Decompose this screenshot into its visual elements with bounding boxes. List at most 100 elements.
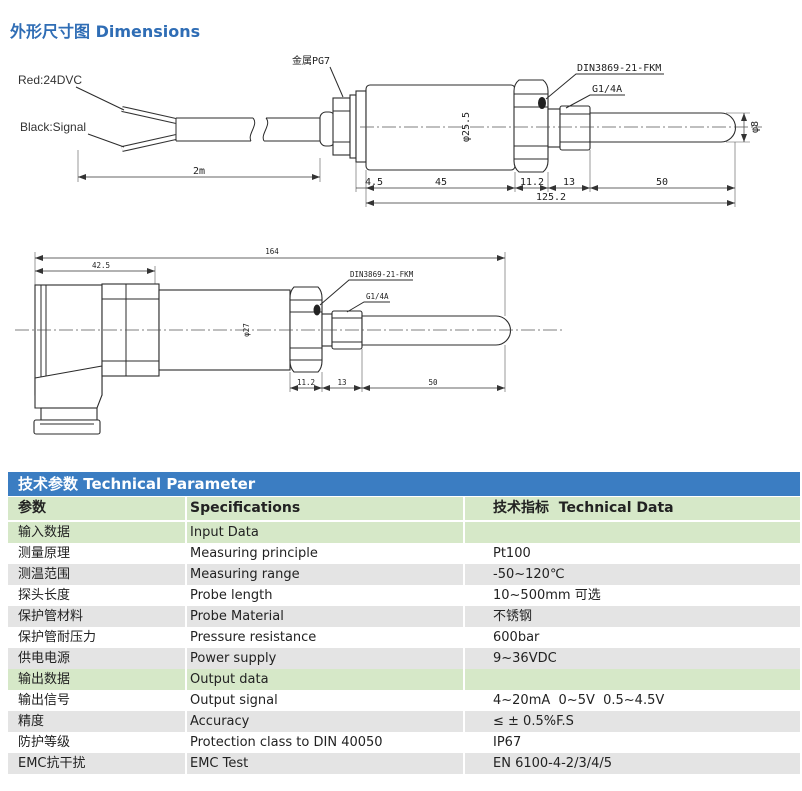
row-en: Power supply <box>187 648 463 669</box>
seal-label: DIN3869-21-FKM <box>350 270 414 279</box>
table-row: 输出信号 Output signal 4~20mA 0~5V 0.5~4.5V <box>8 690 800 711</box>
dim-overall-length: 164 <box>265 247 279 256</box>
gland-leader <box>329 66 344 98</box>
thread-label: G1/4A <box>366 292 389 301</box>
overall-dimensions <box>34 252 506 316</box>
wire-leaders <box>75 86 125 148</box>
wire-red-label: Red:24DVC <box>18 73 82 87</box>
thread-fitting <box>547 105 591 151</box>
technical-parameter-table: 技术参数 Technical Parameter 参数 Specificatio… <box>8 472 800 774</box>
length-dimensions <box>289 345 506 392</box>
row-value: IP67 <box>493 735 522 750</box>
seal-leader <box>319 279 413 306</box>
row-cn: 防护等级 <box>18 735 71 750</box>
column-header-specifications: Specifications <box>187 497 463 520</box>
probe-tube <box>361 315 511 346</box>
dim-gland-length: 4.5 <box>365 177 383 188</box>
cable-length-dimension <box>77 150 321 182</box>
row-value: 600bar <box>493 630 540 645</box>
row-value: 10~500mm 可选 <box>493 588 601 603</box>
cable-wires <box>121 106 177 152</box>
row-cn: 测量原理 <box>18 546 71 561</box>
dim-connector-length: 42.5 <box>92 261 110 270</box>
table-row: 精度 Accuracy ≤ ± 0.5%F.S <box>8 711 800 732</box>
row-cn: 探头长度 <box>18 588 71 603</box>
row-cn: 输出数据 <box>8 669 185 690</box>
row-en: EMC Test <box>187 753 463 774</box>
sensor-body <box>365 84 516 171</box>
hex-nut <box>289 286 323 373</box>
table-row: 探头长度 Probe length 10~500mm 可选 <box>8 585 800 606</box>
dim-thread-length: 13 <box>337 378 346 387</box>
row-cn: 输出信号 <box>18 693 71 708</box>
row-cn: 保护管材料 <box>8 606 185 627</box>
row-cn: 保护管耐压力 <box>18 630 97 645</box>
row-en: Output signal <box>190 693 278 708</box>
row-en: Measuring principle <box>190 546 318 561</box>
gland-label: 金属PG7 <box>292 54 330 67</box>
row-value: -50~120℃ <box>465 564 800 585</box>
row-value: Pt100 <box>493 546 531 561</box>
row-en: Pressure resistance <box>190 630 317 645</box>
row-en: Probe Material <box>187 606 463 627</box>
table-section-row: 输出数据 Output data <box>8 669 800 690</box>
seal-leader <box>545 73 664 100</box>
row-cn: 供电电源 <box>8 648 185 669</box>
table-header-row: 参数 Specifications 技术指标 Technical Data <box>8 497 800 520</box>
dim-total-length: 125.2 <box>536 192 566 203</box>
column-header-parameter: 参数 <box>8 497 185 520</box>
table-row: 测温范围 Measuring range -50~120℃ <box>8 564 800 585</box>
row-cn: 测温范围 <box>8 564 185 585</box>
row-en: Input Data <box>187 522 463 543</box>
table-row: 供电电源 Power supply 9~36VDC <box>8 648 800 669</box>
probe-diameter-label: φ8 <box>750 121 761 133</box>
dim-hex-length: 11.2 <box>297 378 315 387</box>
row-value <box>465 522 800 543</box>
drawing-cable-version: Red:24DVC Black:Signal 2m <box>18 54 762 207</box>
dimensions-title: 外形尺寸图 Dimensions <box>10 22 201 41</box>
row-en: Protection class to DIN 40050 <box>190 735 383 750</box>
table-row: 保护管耐压力 Pressure resistance 600bar <box>8 627 800 648</box>
table-row: 保护管材料 Probe Material 不锈钢 <box>8 606 800 627</box>
column-header-technical-data: 技术指标 Technical Data <box>465 497 800 520</box>
row-value: ≤ ± 0.5%F.S <box>465 711 800 732</box>
probe-diameter-dimension <box>726 112 750 143</box>
thread-label: G1/4A <box>592 84 622 95</box>
probe-tube <box>589 112 736 143</box>
row-value <box>465 669 800 690</box>
seal-label: DIN3869-21-FKM <box>577 63 661 74</box>
dim-probe-length: 50 <box>656 177 668 188</box>
row-value: 4~20mA 0~5V 0.5~4.5V <box>493 693 665 708</box>
row-en: Probe length <box>190 588 273 603</box>
dim-thread-length: 13 <box>563 177 575 188</box>
row-value: 9~36VDC <box>465 648 800 669</box>
cable-sheath <box>175 117 322 142</box>
row-value: EN 6100-4-2/3/4/5 <box>465 753 800 774</box>
drawing-connector-version: 164 42.5 φ27 <box>15 247 565 435</box>
table-heading: 技术参数 Technical Parameter <box>8 472 800 496</box>
table-row: 防护等级 Protection class to DIN 40050 IP67 <box>8 732 800 753</box>
hex-nut <box>513 79 549 173</box>
wire-black-label: Black:Signal <box>20 120 86 134</box>
thread-leader <box>346 301 390 313</box>
thread-leader <box>565 94 625 109</box>
dim-probe-length: 50 <box>428 378 438 387</box>
row-cn: EMC抗干扰 <box>8 753 185 774</box>
cable-length-label: 2m <box>193 166 205 177</box>
metal-cable-gland <box>319 90 367 163</box>
row-cn: 精度 <box>8 711 185 732</box>
row-cn: 输入数据 <box>8 522 185 543</box>
table-row: 测量原理 Measuring principle Pt100 <box>8 543 800 564</box>
din-connector <box>33 284 103 435</box>
row-en: Measuring range <box>187 564 463 585</box>
dim-hex-length: 11.2 <box>520 177 544 188</box>
table-row: EMC抗干扰 EMC Test EN 6100-4-2/3/4/5 <box>8 753 800 774</box>
dim-body-length: 45 <box>435 177 447 188</box>
table-section-row: 输入数据 Input Data <box>8 522 800 543</box>
row-en: Accuracy <box>187 711 463 732</box>
dimension-drawings: Red:24DVC Black:Signal 2m <box>15 54 762 435</box>
row-en: Output data <box>187 669 463 690</box>
length-dimensions <box>355 142 736 207</box>
row-value: 不锈钢 <box>465 606 800 627</box>
